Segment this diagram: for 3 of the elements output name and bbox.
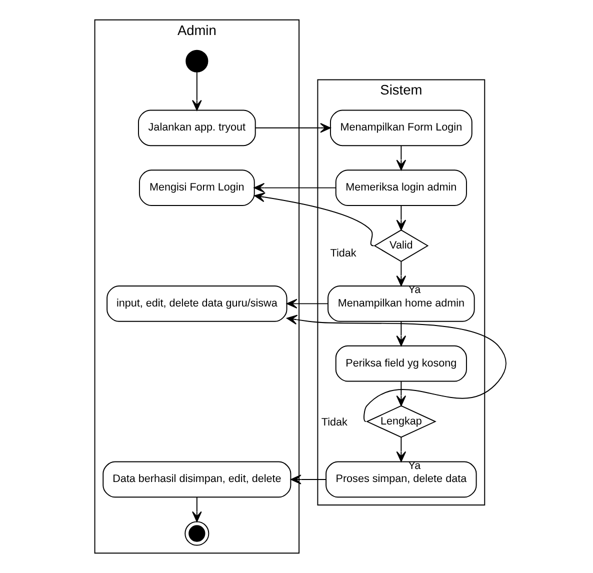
edge-label: Tidak [321, 416, 348, 429]
edge-label: Tidak [330, 248, 356, 260]
edge-label: Ya [408, 460, 421, 472]
